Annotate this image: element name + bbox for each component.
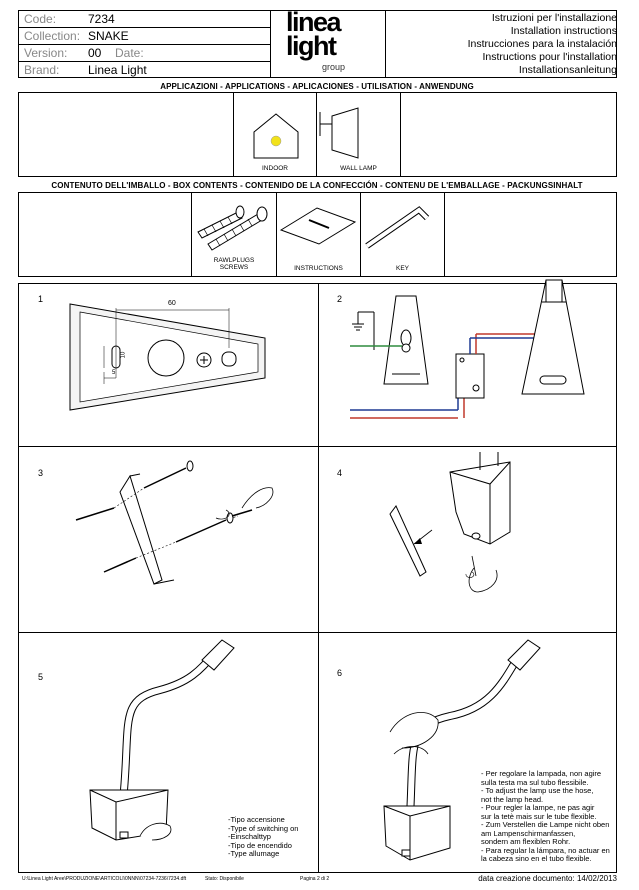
steps-frame <box>18 283 617 873</box>
instructions-it: Istruzioni per l'installazione <box>491 12 617 24</box>
step-5-number: 5 <box>38 672 44 682</box>
instructions-fr: Instructions pour l'installation <box>482 51 618 63</box>
version-value: 00 <box>88 46 102 60</box>
lamp-switch-diagram <box>89 639 235 841</box>
house-indoor-icon <box>253 113 299 159</box>
header-row-line <box>18 44 270 45</box>
header-row-line <box>18 27 270 28</box>
box-contents-title: CONTENUTO DELL'IMBALLO - BOX CONTENTS - … <box>51 181 583 190</box>
footer-path: U:\Linea Light Aree\PRODUZIONE\ARTICOLI\… <box>22 876 187 882</box>
brand-label: Brand: <box>24 63 60 77</box>
adjust-note: - Pour regler la lampe, ne pas agir <box>481 803 595 812</box>
code-label: Code: <box>24 12 57 26</box>
adjust-note: sur la tetè mais sur le tube flexible. <box>481 811 597 821</box>
adjust-note: sondern am flexiblen Rohr. <box>481 837 571 846</box>
wall-lamp-label: WALL LAMP <box>340 165 377 172</box>
adjust-note: la cabeza sino en el tubo flexible. <box>481 854 592 863</box>
brand-value: Linea Light <box>88 63 147 77</box>
instructions-es: Instrucciones para la instalación <box>467 38 617 50</box>
applications-frame <box>18 92 617 177</box>
dim-10: 10 <box>120 351 127 359</box>
date-label: Date: <box>115 46 144 60</box>
step-6-number: 6 <box>337 668 343 678</box>
adjust-note: - Per regolare la lampada, non agire <box>481 769 602 778</box>
dim-60: 60 <box>168 300 176 307</box>
adjust-note: not the lamp head. <box>481 794 544 804</box>
header-divider-right <box>385 10 386 78</box>
app-cell-divider <box>316 92 317 177</box>
logo-line3: group <box>322 62 346 72</box>
adjust-notes: - Per regolare la lampada, non agire sul… <box>481 769 610 864</box>
indoor-label: INDOOR <box>262 165 288 172</box>
box-contents-frame <box>18 192 617 277</box>
step-1-number: 1 <box>38 294 44 304</box>
steps-row-divider <box>18 446 617 447</box>
step-4-number: 4 <box>337 468 343 478</box>
instructions-sheet-icon <box>279 207 357 245</box>
step-3-number: 3 <box>38 468 44 478</box>
app-cell-divider <box>400 92 401 177</box>
adjust-note: - Zum Verstellen die Lampe nicht oben <box>481 820 610 829</box>
footer-page: Pagina 2 di 2 <box>300 876 330 882</box>
box-cell-divider <box>360 192 361 277</box>
header-row-line <box>18 61 270 62</box>
dim-5: 5 <box>112 370 116 376</box>
wall-lamp-icon <box>319 107 359 159</box>
switch-notes: -Tipo accensione -Type of switching on -… <box>228 815 299 859</box>
app-cell-divider <box>233 92 234 177</box>
adjust-note: sulla testa ma sul tubo flessibile. <box>481 777 589 787</box>
footer-doc-date: data creazione documento: 14/02/2013 <box>478 874 617 883</box>
lamp-attach-diagram <box>389 452 511 593</box>
collection-label: Collection: <box>24 29 81 43</box>
instructions-label: INSTRUCTIONS <box>294 265 343 272</box>
box-cell-divider <box>276 192 277 277</box>
rawlplugs-label: RAWLPLUGS SCREWS <box>192 257 276 271</box>
step-2-number: 2 <box>337 294 343 304</box>
brand-logo: linea light group <box>284 7 374 77</box>
key-label: KEY <box>395 265 409 272</box>
collection-value: SNAKE <box>88 29 129 43</box>
mounting-plate-diagram <box>69 303 266 411</box>
steps-row-divider <box>18 632 617 633</box>
adjust-note: - Para regular la lámpara, no actuar en <box>481 845 610 855</box>
bracket-screws-diagram <box>75 460 274 585</box>
switch-note: -Tipo de encendido <box>228 840 292 850</box>
switch-note: -Einschalttyp <box>228 832 271 841</box>
steps-vertical-divider <box>318 283 319 873</box>
wiring-diagram <box>350 279 585 419</box>
allen-key-icon <box>365 206 430 249</box>
instructions-de: Installationsanleitung <box>518 64 617 76</box>
switch-note: -Type of switching on <box>228 823 299 833</box>
footer-status: Stato: Disponibile <box>205 876 244 882</box>
logo-line1: linea <box>286 7 342 37</box>
rawlplugs-label-text: RAWLPLUGS SCREWS <box>213 257 255 271</box>
logo-line2: light <box>286 31 337 61</box>
adjust-note: am Lampenschirmanfassen, <box>481 828 576 838</box>
header-divider-left <box>270 10 271 78</box>
box-cell-divider <box>444 192 445 277</box>
code-value: 7234 <box>88 12 115 26</box>
box-cell-divider <box>191 192 192 277</box>
adjust-note: - To adjust the lamp use the hose, <box>481 786 594 795</box>
rawlplugs-screws-icon <box>197 205 268 251</box>
version-label: Version: <box>24 46 68 60</box>
instructions-en: Installation instructions <box>510 25 617 37</box>
lamp-adjust-diagram <box>383 639 541 861</box>
switch-note: -Type allumage <box>228 849 280 858</box>
applications-title: APPLICAZIONI - APPLICATIONS - APLICACION… <box>160 82 474 91</box>
switch-note: -Tipo accensione <box>228 815 285 824</box>
